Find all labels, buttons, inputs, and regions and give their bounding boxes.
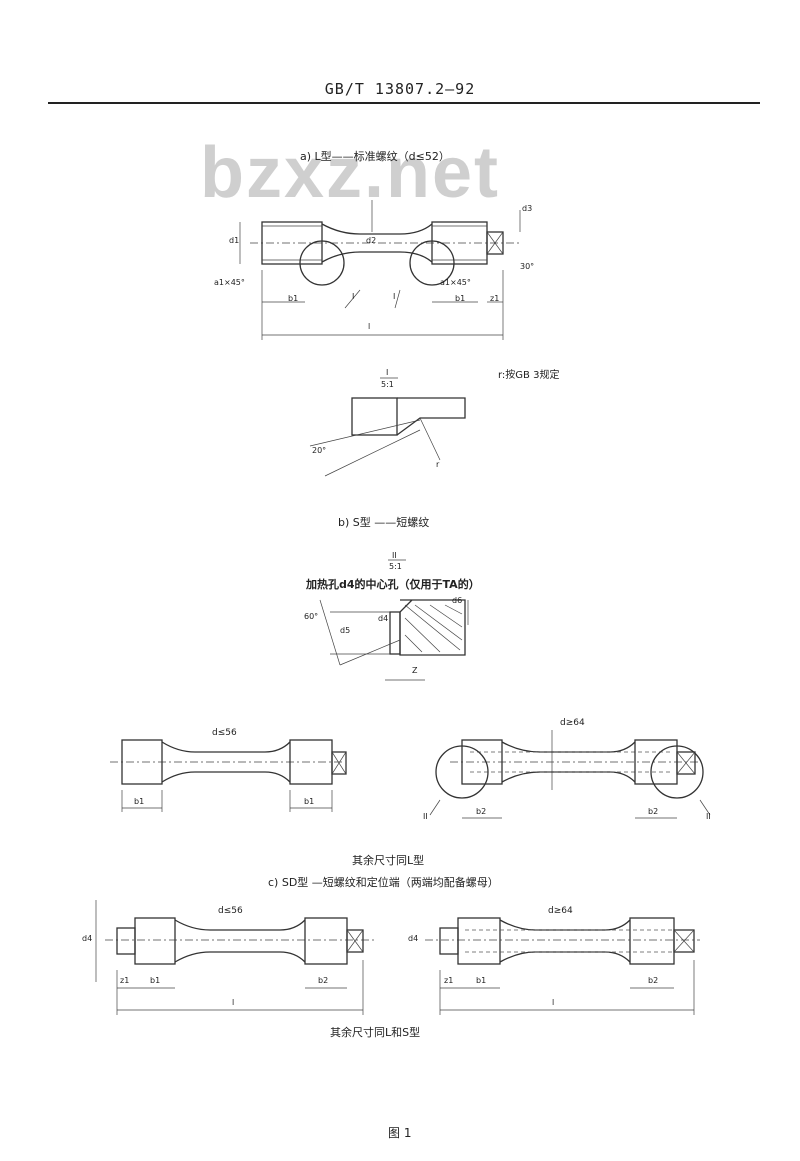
section-c-right-title: d≥64 (548, 906, 573, 916)
label-30deg: 30° (520, 262, 535, 271)
label-z: Z (412, 666, 418, 675)
label-l: l (368, 322, 371, 331)
section-b-caption: b) S型 ——短螺纹 (338, 516, 430, 529)
label-d3: d3 (522, 204, 533, 213)
header-rule (48, 102, 760, 104)
detail-ii-roman: II (392, 551, 397, 560)
section-b-callout-left: II (423, 812, 428, 821)
section-c-left-title: d≤56 (218, 906, 243, 916)
detail-ii-angle: 60° (304, 612, 319, 621)
section-c-right-z: z1 (444, 976, 454, 985)
section-c-left-z: z1 (120, 976, 130, 985)
section-c-right-part (425, 917, 700, 1015)
label-chamfer-left: a1×45° (214, 278, 245, 287)
section-c-right-b1: b1 (476, 976, 487, 985)
label-b1-right: b1 (455, 294, 466, 303)
detail-i-scale: 5:1 (381, 380, 394, 389)
detail-i-drawing (309, 377, 466, 477)
section-c-pre-note: 其余尺寸同L型 (352, 854, 425, 867)
section-b-right-b2-right: b2 (648, 807, 659, 816)
label-d5: d5 (340, 626, 351, 635)
section-c-left-b1: b1 (150, 976, 161, 985)
label-b1-left: b1 (288, 294, 299, 303)
detail-i-r: r (436, 460, 440, 469)
detail-ii-scale: 5:1 (389, 562, 402, 571)
label-d4: d4 (378, 614, 389, 623)
label-d1: d1 (229, 236, 240, 245)
section-a-note: r:按GB 3规定 (498, 370, 560, 381)
detail-i-roman: I (386, 368, 389, 377)
section-c-left-d: d4 (82, 934, 93, 943)
section-b-left-b1-right: b1 (304, 797, 315, 806)
callout-i-right: I (393, 292, 396, 301)
callout-i-left: I (352, 292, 355, 301)
detail-i-angle: 20° (312, 446, 327, 455)
section-c-left-l: l (232, 998, 235, 1007)
section-b-callout-right: II (706, 812, 711, 821)
section-c-note: 其余尺寸同L和S型 (330, 1026, 421, 1039)
section-c-caption: c) SD型 —短螺纹和定位端（两端均配备螺母） (268, 876, 499, 889)
figure-label: 图 1 (388, 1126, 412, 1140)
label-z1: z1 (490, 294, 500, 303)
section-c-right-l: l (552, 998, 555, 1007)
section-c-left-b2: b2 (318, 976, 329, 985)
label-d2: d2 (366, 236, 377, 245)
label-chamfer-right: a1×45° (440, 278, 471, 287)
section-a-caption: a) L型——标准螺纹（d≤52） (300, 150, 450, 163)
label-d6: d6 (452, 596, 463, 605)
section-a-part (239, 200, 521, 340)
watermark: bzxz.net (200, 133, 501, 213)
section-b-right-part (429, 730, 711, 819)
section-c-right-d: d4 (408, 934, 419, 943)
section-b-left-title: d≤56 (212, 728, 237, 738)
standard-number: GB/T 13807.2—92 (324, 80, 476, 98)
section-b-right-b2: b2 (476, 807, 487, 816)
section-b-left-part (110, 739, 347, 812)
detail-ii-drawing (319, 559, 469, 681)
section-c-left-part (95, 900, 375, 1015)
section-b-left-b1: b1 (134, 797, 145, 806)
detail-ii-title: 加热孔d4的中心孔（仅用于TA的） (306, 578, 480, 591)
section-c-right-b2: b2 (648, 976, 659, 985)
section-b-right-title: d≥64 (560, 718, 585, 728)
